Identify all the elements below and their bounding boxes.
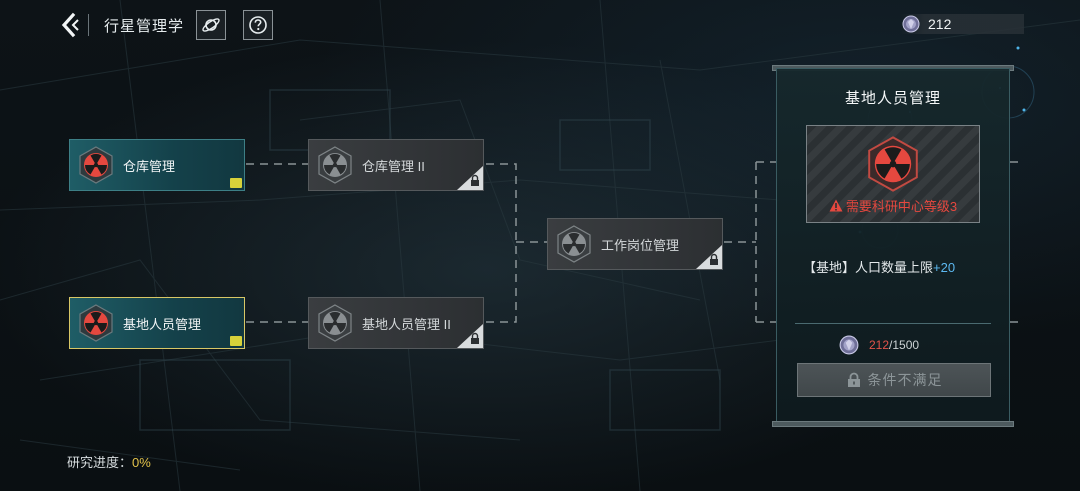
research-button-label: 条件不满足 xyxy=(867,372,943,388)
effect-value: +20 xyxy=(933,260,956,275)
status-badge xyxy=(230,336,242,346)
research-cost: 212/1500 xyxy=(839,335,919,355)
effect-text: 【基地】人口数量上限+20 xyxy=(803,257,955,276)
requirement-text: 需要科研中心等级3 xyxy=(829,196,957,215)
tech-node-staff-1[interactable]: 基地人员管理 xyxy=(69,297,245,349)
tech-node-warehouse-2[interactable]: 仓库管理 II xyxy=(308,139,484,191)
node-label: 基地人员管理 xyxy=(123,316,202,332)
help-button[interactable] xyxy=(243,10,273,40)
tech-node-work-post[interactable]: 工作岗位管理 xyxy=(547,218,723,270)
effect-label: 【基地】人口数量上限 xyxy=(803,260,934,275)
chevron-left-icon xyxy=(61,12,79,38)
panel-divider xyxy=(795,323,991,324)
radiation-icon xyxy=(868,136,918,192)
lock-icon xyxy=(696,245,722,269)
page-title: 行星管理学 xyxy=(104,18,185,35)
crystal-icon xyxy=(839,335,859,355)
planet-icon xyxy=(202,18,220,32)
radiation-icon xyxy=(79,304,113,342)
currency-display: 212 xyxy=(900,14,1024,34)
detail-panel: 基地人员管理 需要科研中心等级3 【基地】人口数量上限+20 212 xyxy=(776,68,1010,424)
tech-preview: 需要科研中心等级3 xyxy=(806,125,980,223)
tech-node-staff-2[interactable]: 基地人员管理 II xyxy=(308,297,484,349)
panel-cap-bottom xyxy=(772,421,1014,427)
back-button[interactable] xyxy=(58,12,82,38)
header-separator xyxy=(88,14,89,36)
radiation-icon xyxy=(318,146,352,184)
node-label: 仓库管理 xyxy=(123,158,176,174)
lock-icon xyxy=(457,166,483,190)
cost-current: 212 xyxy=(869,338,890,352)
tech-node-warehouse-1[interactable]: 仓库管理 xyxy=(69,139,245,191)
radiation-icon xyxy=(79,146,113,184)
status-badge xyxy=(230,178,242,188)
lock-icon xyxy=(847,372,860,387)
lock-icon xyxy=(457,324,483,348)
help-icon xyxy=(249,16,267,34)
node-label: 仓库管理 II xyxy=(362,158,425,174)
progress-value: 0% xyxy=(132,455,151,470)
research-progress: 研究进度：0% xyxy=(67,452,151,471)
research-button[interactable]: 条件不满足 xyxy=(797,363,991,397)
warning-icon xyxy=(829,199,843,212)
requirement-label: 需要科研中心等级3 xyxy=(845,199,958,214)
radiation-icon xyxy=(557,225,591,263)
cost-required: /1500 xyxy=(889,338,920,352)
progress-label: 研究进度： xyxy=(67,455,133,470)
planet-button[interactable] xyxy=(196,10,226,40)
radiation-icon xyxy=(318,304,352,342)
node-label: 基地人员管理 II xyxy=(362,316,451,332)
currency-amount: 212 xyxy=(928,16,952,32)
node-label: 工作岗位管理 xyxy=(601,237,680,253)
panel-title: 基地人员管理 xyxy=(844,90,941,107)
crystal-icon xyxy=(902,15,920,33)
